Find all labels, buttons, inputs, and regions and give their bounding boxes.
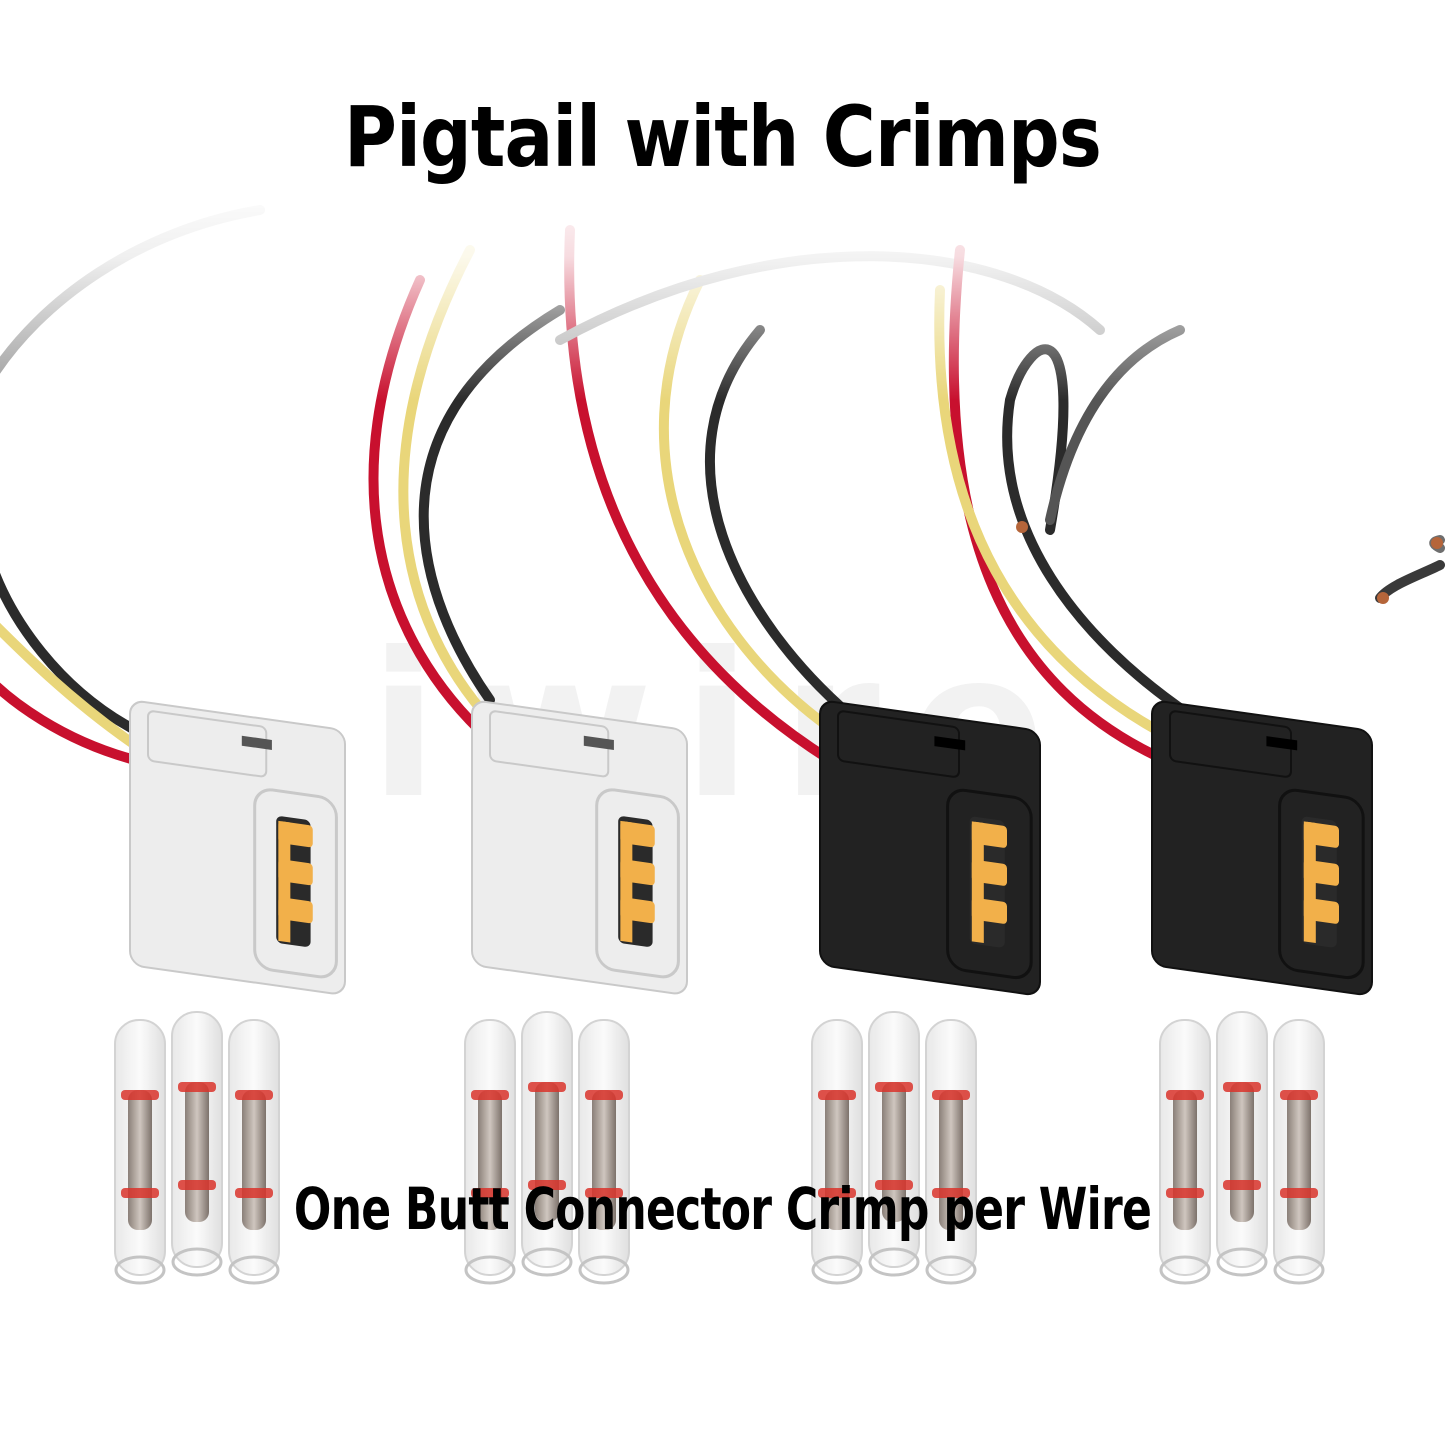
latch-slot: [241, 735, 272, 750]
crimp-band-bottom: [875, 1180, 913, 1190]
latch-slot: [583, 735, 614, 750]
crimp-opening: [811, 1255, 863, 1285]
wire-3: [0, 682, 140, 765]
crimp-band-bottom: [528, 1180, 566, 1190]
crimp-band-bottom: [121, 1188, 159, 1198]
crimp-band-top: [1223, 1082, 1261, 1092]
crimp-1-1: [114, 1019, 166, 1285]
page-title: Pigtail with Crimps: [343, 88, 1102, 186]
crimp-band-top: [1166, 1090, 1204, 1100]
crimp-barrel: [128, 1090, 152, 1230]
wire-fade-overlay: [0, 180, 1445, 400]
crimp-4-2: [1216, 1011, 1268, 1277]
caption-text: One Butt Connector Crimp per Wire: [293, 1175, 1152, 1243]
connector-2: [471, 700, 688, 995]
wire-2: [0, 622, 140, 750]
crimp-band-top: [178, 1082, 216, 1092]
crimp-band-bottom: [235, 1188, 273, 1198]
crimp-band-bottom: [1223, 1180, 1261, 1190]
terminal-strip: [278, 820, 291, 943]
crimp-opening: [578, 1255, 630, 1285]
crimp-4-1: [1159, 1019, 1211, 1285]
crimp-4-3: [1273, 1019, 1325, 1285]
crimp-opening: [171, 1247, 223, 1277]
connector-latch: [147, 710, 268, 778]
crimp-band-top: [1280, 1090, 1318, 1100]
crimp-2-1: [464, 1019, 516, 1285]
crimp-opening: [1159, 1255, 1211, 1285]
crimp-group: [114, 1011, 1325, 1285]
terminal-strip: [971, 821, 984, 944]
crimp-band-top: [585, 1090, 623, 1100]
crimp-2-3: [578, 1019, 630, 1285]
wire-tip-1: [1016, 521, 1028, 533]
crimp-band-bottom: [178, 1180, 216, 1190]
connector-latch: [489, 710, 610, 778]
crimp-band-top: [235, 1090, 273, 1100]
wire-tip-3: [1377, 592, 1389, 604]
crimp-band-top: [932, 1090, 970, 1100]
crimp-3-2: [868, 1011, 920, 1277]
connector-latch: [1169, 710, 1292, 778]
latch-slot: [934, 736, 966, 751]
crimp-band-bottom: [585, 1188, 623, 1198]
crimp-1-3: [228, 1019, 280, 1285]
connector-group: [129, 700, 1373, 996]
crimp-band-bottom: [932, 1188, 970, 1198]
crimp-opening: [114, 1255, 166, 1285]
wire-tip-2: [1431, 537, 1443, 549]
crimp-band-bottom: [818, 1188, 856, 1198]
crimp-2-2: [521, 1011, 573, 1277]
crimp-1-2: [171, 1011, 223, 1277]
latch-slot: [1266, 736, 1298, 751]
crimp-band-bottom: [1280, 1188, 1318, 1198]
crimp-barrel: [1287, 1090, 1311, 1230]
terminal-strip: [620, 820, 633, 943]
crimp-opening: [925, 1255, 977, 1285]
crimp-opening: [464, 1255, 516, 1285]
connector-1: [129, 700, 346, 995]
connector-latch: [837, 710, 960, 778]
crimp-opening: [1216, 1247, 1268, 1277]
crimp-opening: [868, 1247, 920, 1277]
connector-4: [1151, 700, 1373, 996]
crimp-band-top: [528, 1082, 566, 1092]
crimp-3-1: [811, 1019, 863, 1285]
crimp-band-top: [818, 1090, 856, 1100]
crimp-opening: [1273, 1255, 1325, 1285]
crimp-band-top: [471, 1090, 509, 1100]
crimp-opening: [521, 1247, 573, 1277]
terminal-strip: [1303, 821, 1316, 944]
crimp-opening: [228, 1255, 280, 1285]
connector-3: [819, 700, 1041, 996]
crimp-band-top: [875, 1082, 913, 1092]
wire-1: [0, 572, 140, 735]
crimp-band-bottom: [471, 1188, 509, 1198]
crimp-3-3: [925, 1019, 977, 1285]
crimp-band-top: [121, 1090, 159, 1100]
wire-16: [1375, 560, 1445, 603]
crimp-band-bottom: [1166, 1188, 1204, 1198]
